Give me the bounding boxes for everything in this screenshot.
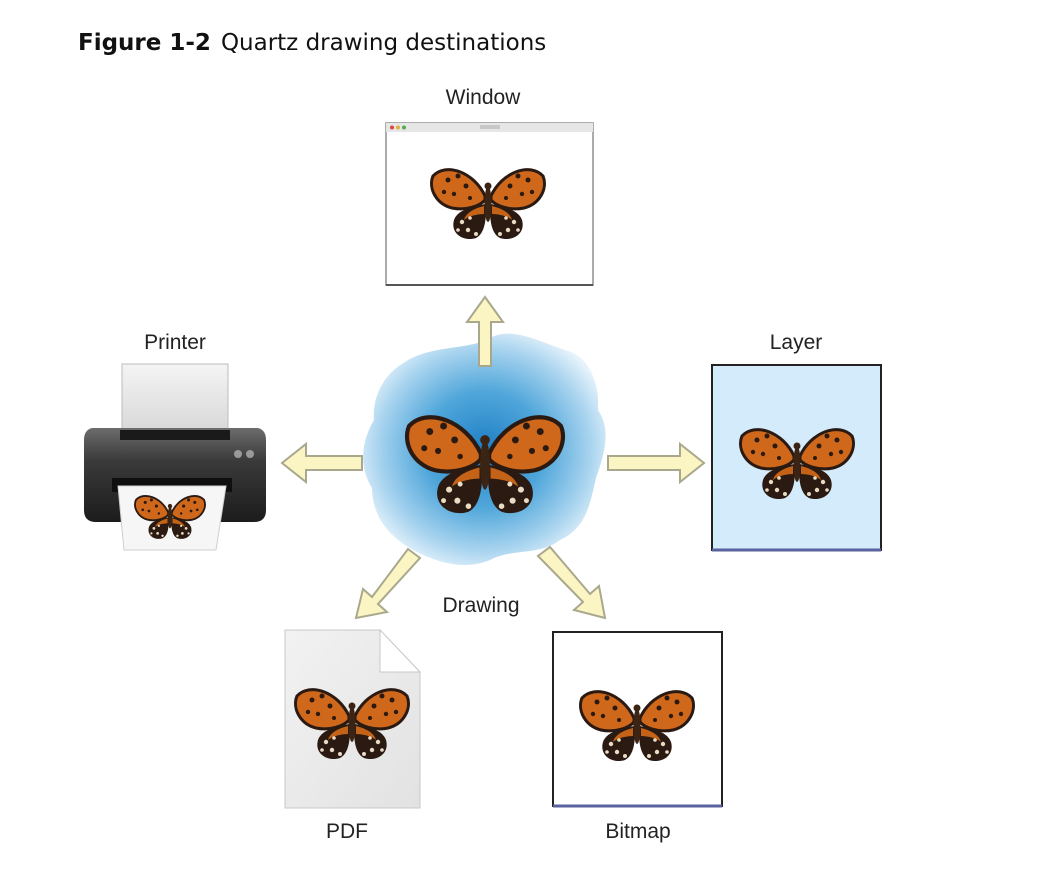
arrow-to-layer xyxy=(607,441,706,485)
label-layer: Layer xyxy=(769,331,823,354)
printer-destination xyxy=(84,363,266,551)
printer-button-icon xyxy=(234,450,242,458)
arrow-to-bitmap xyxy=(536,545,607,620)
drawing-source xyxy=(363,333,606,565)
bitmap-destination xyxy=(552,631,723,808)
window-destination xyxy=(385,122,594,286)
arrow-to-pdf xyxy=(354,547,422,620)
window-close-dot xyxy=(390,125,394,130)
pdf-destination xyxy=(284,628,422,809)
arrow-to-printer xyxy=(280,441,363,485)
arrow-to-window xyxy=(465,295,505,367)
window-zoom-dot xyxy=(402,125,406,130)
layer-destination xyxy=(711,364,882,552)
label-bitmap: Bitmap xyxy=(605,820,671,843)
label-window: Window xyxy=(445,86,521,109)
printer-button-icon xyxy=(246,450,254,458)
label-drawing: Drawing xyxy=(442,594,520,617)
figure-caption: Figure 1-2 Quartz drawing destinations xyxy=(78,30,546,56)
label-pdf: PDF xyxy=(326,820,368,843)
figure-title: Quartz drawing destinations xyxy=(220,30,547,56)
figure-number: Figure 1-2 xyxy=(78,30,211,56)
label-printer: Printer xyxy=(144,331,206,354)
window-minimize-dot xyxy=(396,125,400,130)
